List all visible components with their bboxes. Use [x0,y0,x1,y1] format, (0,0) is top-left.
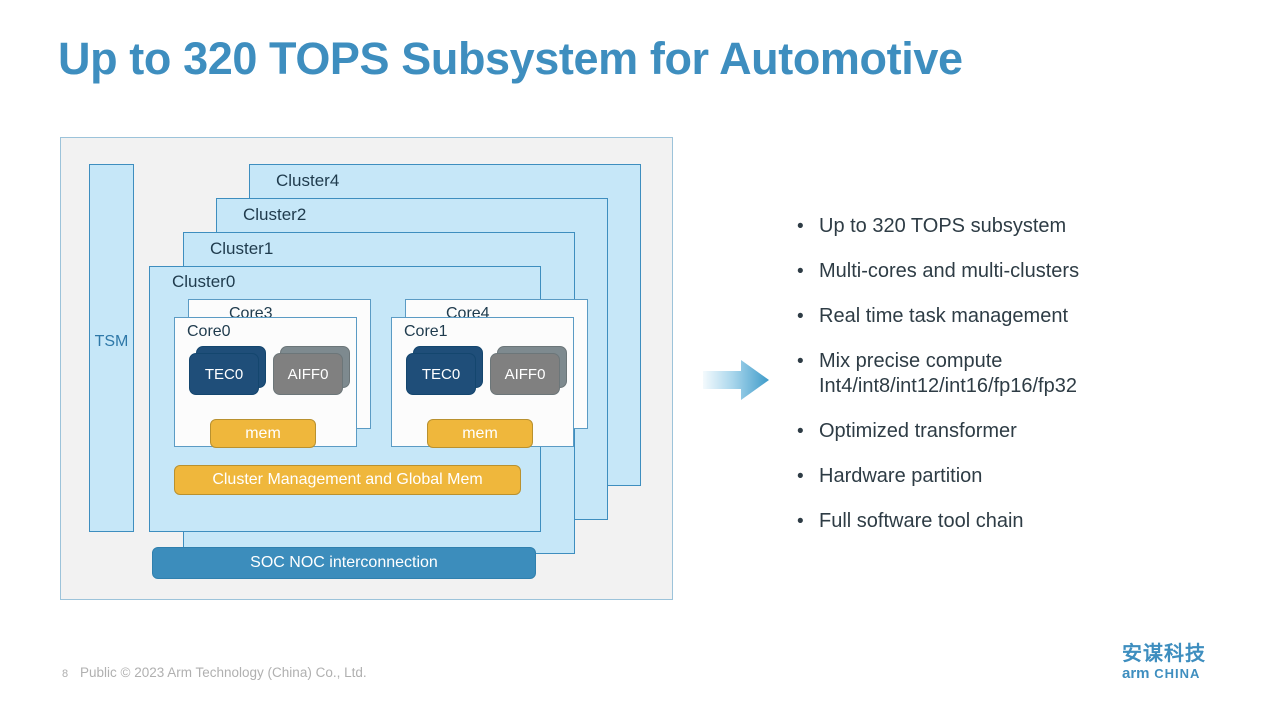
tsm-label: TSM [94,333,129,350]
bullet-text: Hardware partition [819,465,983,487]
aiff-block-stack: AIFF0 [490,346,567,395]
bullet-text: Optimized transformer [819,420,1017,442]
cluster-label: Cluster4 [276,171,340,190]
aiff-block-label: AIFF0 [490,353,560,395]
soc-noc-interconnection-bar: SOC NOC interconnection [152,547,536,579]
bullet-marker: • [797,466,804,487]
bullet-text: Up to 320 TOPS subsystem [819,215,1067,237]
bullet-marker: • [797,511,804,532]
bullet-marker: • [797,261,804,282]
tec-block-label: TEC0 [406,353,476,395]
list-item: • Up to 320 TOPS subsystem [797,214,1257,239]
bullet-marker: • [797,421,804,442]
list-item: • Multi-cores and multi-clusters [797,259,1257,284]
bullet-text: Multi-cores and multi-clusters [819,260,1080,282]
brand-logo: 安谋科技 arm CHINA [1122,643,1242,682]
cluster-box-cluster0: Cluster0 Core3 Core0 TEC0 AIFF0 mem Core… [149,266,588,532]
list-item: • Hardware partition [797,464,1257,489]
footer-page-number: 8 [62,668,69,680]
list-item: • Full software tool chain [797,509,1257,534]
bullet-marker: • [797,216,804,237]
mem-block-left: mem [210,419,316,448]
bullet-text: Mix precise compute Int4/int8/int12/int1… [819,350,1077,397]
aiff-block-label: AIFF0 [273,353,343,395]
bullet-text: Full software tool chain [819,510,1024,532]
aiff-block-stack: AIFF0 [273,346,350,395]
bullet-marker: • [797,306,804,327]
core-box-core1: Core1 TEC0 AIFF0 [391,317,574,447]
cluster-label: Cluster0 [172,272,236,291]
page-title: Up to 320 TOPS Subsystem for Automotive [58,33,963,84]
list-item: • Mix precise compute Int4/int8/int12/in… [797,349,1257,399]
tec-block-stack: TEC0 [189,346,266,395]
logo-chinese-text: 安谋科技 [1122,643,1206,665]
list-item: • Real time task management [797,304,1257,329]
tec-block-stack: TEC0 [406,346,483,395]
bullet-marker: • [797,351,804,372]
subsystem-diagram: TSM Cluster4 Cluster2 Cluster1 Cluster0 … [60,137,673,600]
footer-copyright: Public © 2023 Arm Technology (China) Co.… [80,665,367,680]
tsm-block: TSM [89,164,134,532]
cluster-management-bar: Cluster Management and Global Mem [174,465,521,495]
core-box-core0: Core0 TEC0 AIFF0 [174,317,357,447]
cluster-label: Cluster2 [243,205,307,224]
logo-china-text: CHINA [1154,666,1201,681]
tec-block-label: TEC0 [189,353,259,395]
cluster-label: Cluster1 [210,239,274,258]
core-label: Core1 [404,323,448,340]
right-arrow-icon [703,358,769,402]
bullet-text: Real time task management [819,305,1069,327]
core-label: Core0 [187,323,231,340]
mem-block-right: mem [427,419,533,448]
logo-arm-text: arm [1122,665,1150,682]
feature-bullet-list: • Up to 320 TOPS subsystem • Multi-cores… [797,214,1257,554]
logo-english-text: arm CHINA [1122,665,1242,682]
list-item: • Optimized transformer [797,419,1257,444]
